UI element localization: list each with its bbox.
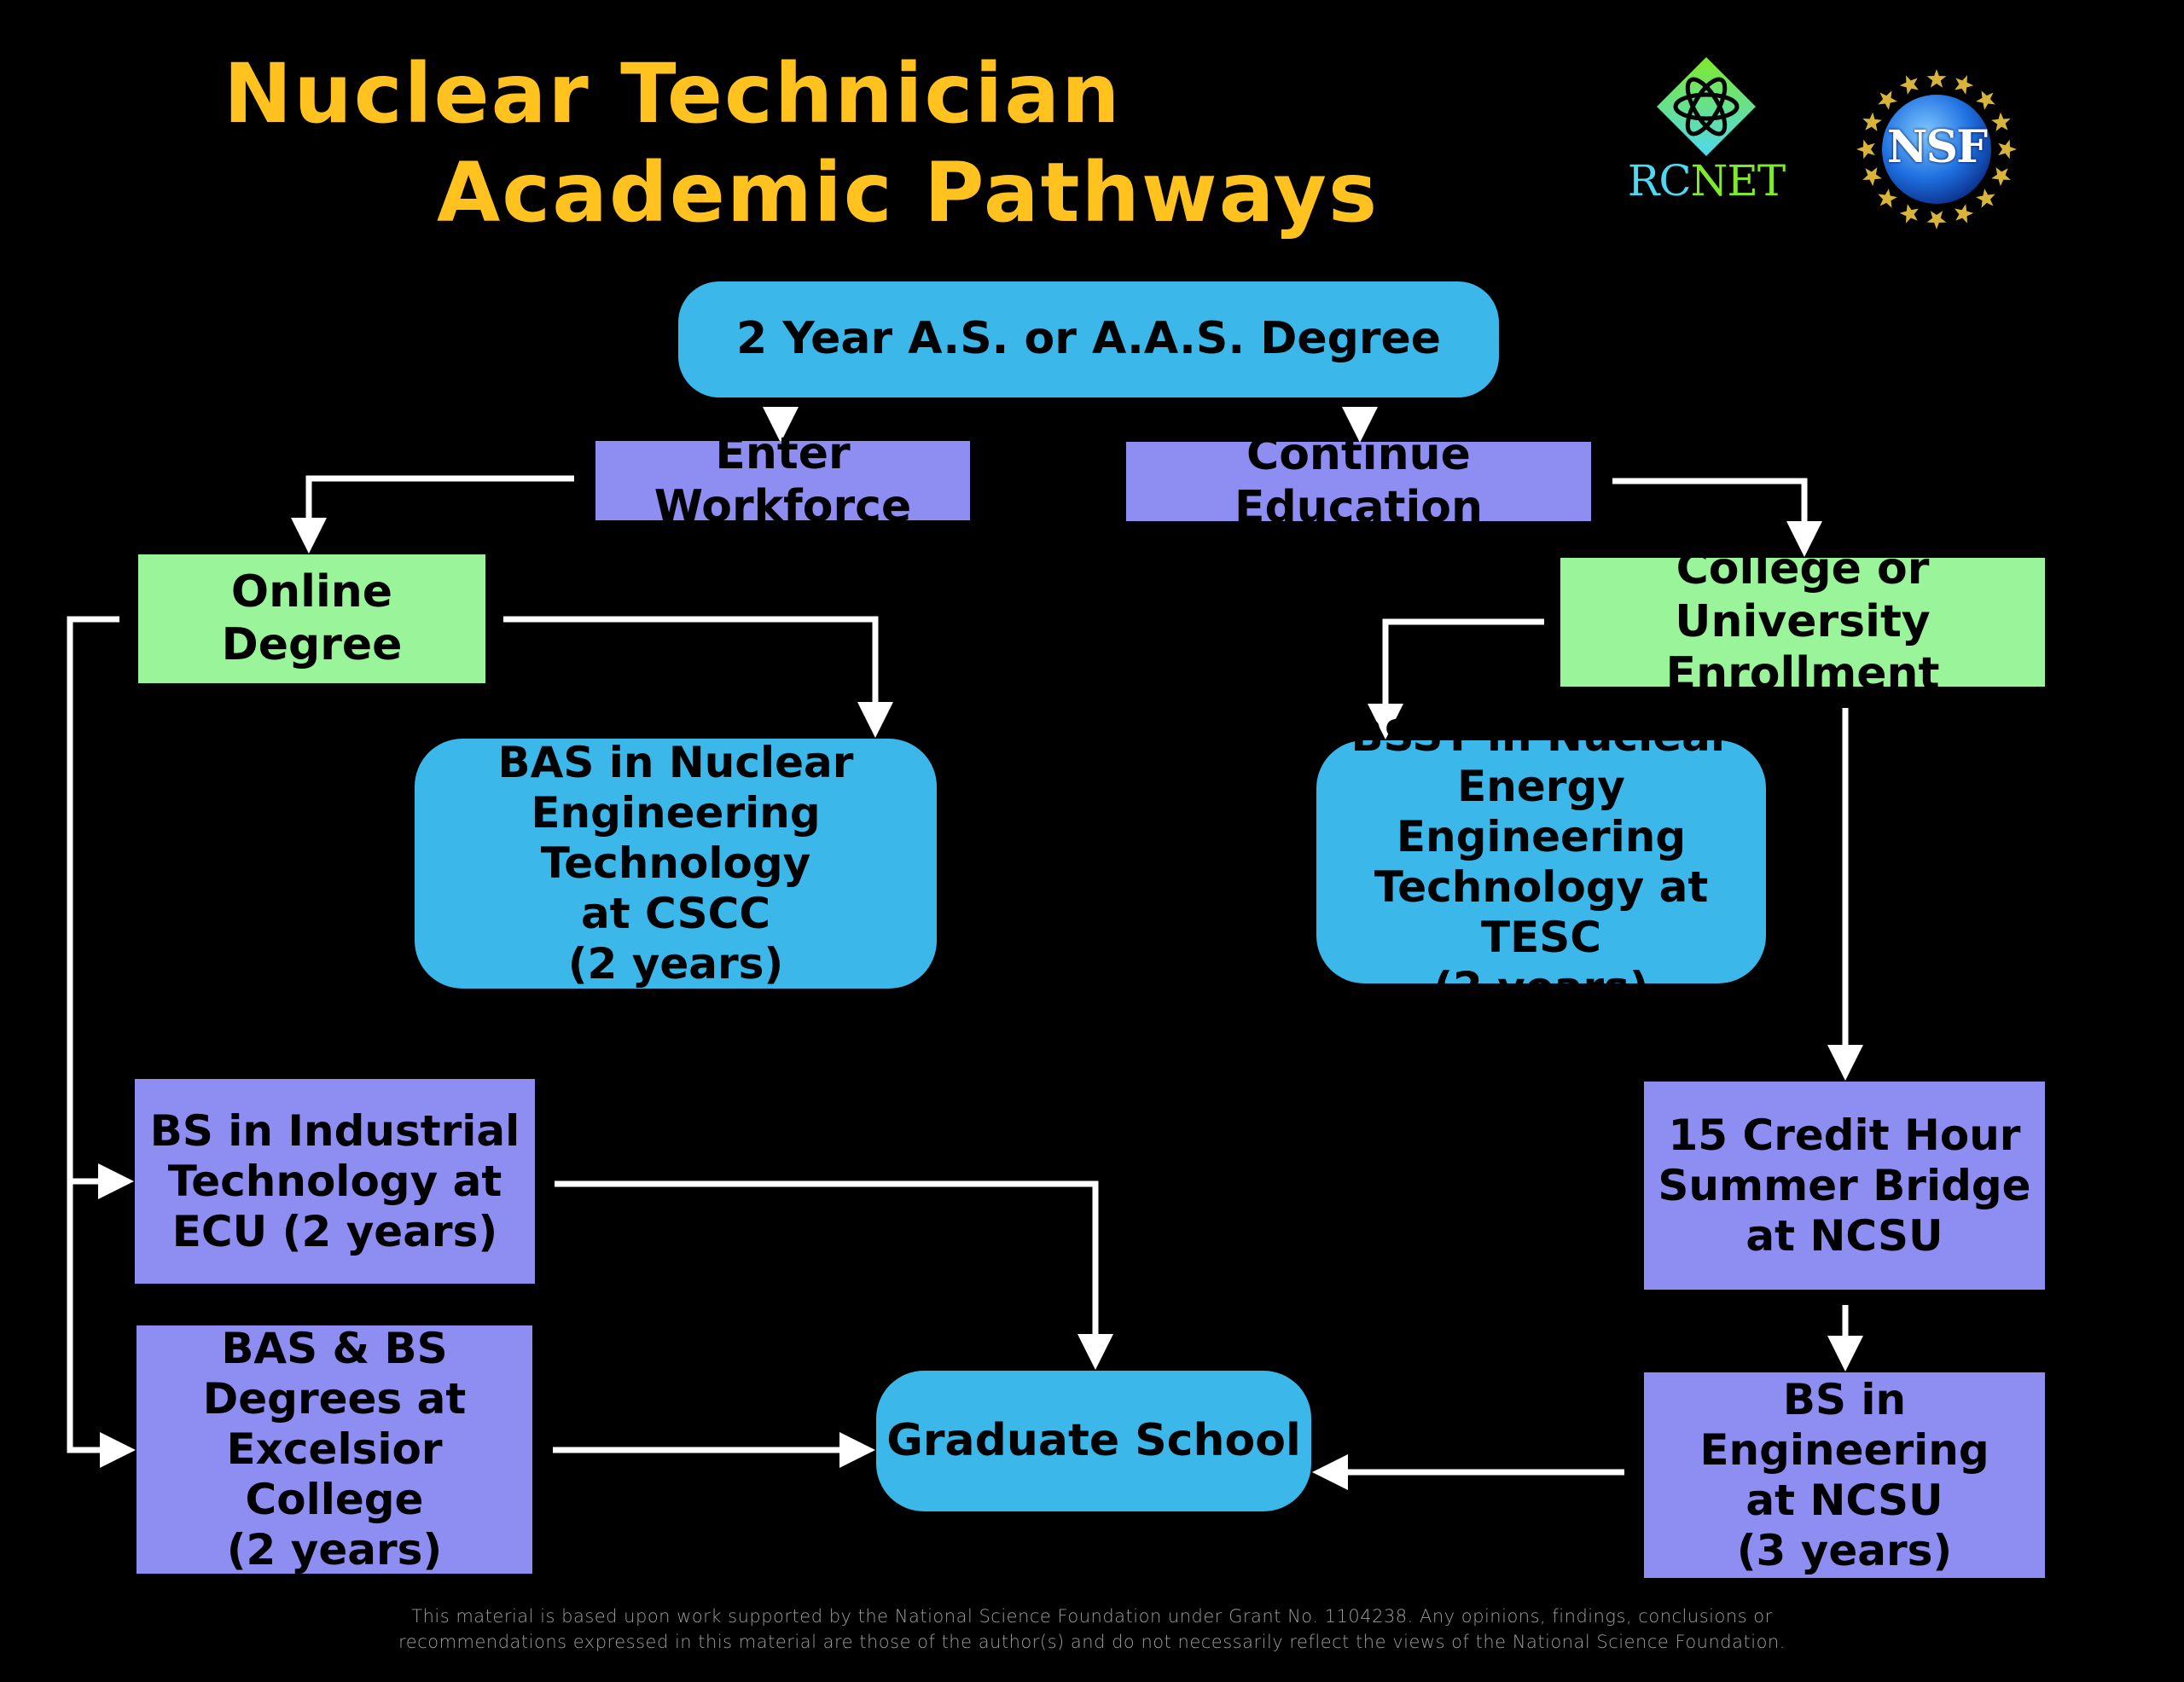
nsf-logo: NSF [1856, 68, 2018, 230]
node-online-degree: Online Degree [138, 554, 485, 683]
rcnet-logo: RCNET [1621, 55, 1792, 235]
node-bs-ecu: BS in Industrial Technology at ECU (2 ye… [135, 1079, 535, 1284]
star-icon [1991, 167, 2011, 187]
node-continue-education: Continue Education [1126, 429, 1591, 533]
star-icon [1862, 112, 1882, 131]
star-icon [1998, 139, 2017, 160]
disclaimer-line-2: recommendations expressed in this materi… [398, 1632, 1786, 1652]
rcnet-wordmark: RCNET [1621, 156, 1792, 206]
edge-continue-college [1612, 478, 1822, 557]
star-icon [1856, 139, 1875, 160]
edge-college-tesc [1368, 618, 1544, 740]
star-icon [1926, 69, 1947, 88]
atom-diamond-icon [1657, 57, 1756, 156]
star-icon [1862, 167, 1882, 187]
nsf-wordmark: NSF [1886, 121, 1988, 173]
rcnet-suffix: NET [1690, 156, 1786, 206]
star-icon [1991, 112, 2011, 131]
star-icon [1976, 188, 1995, 208]
edge-ecu-grad [555, 1180, 1113, 1370]
node-bas-cscc: BAS in Nuclear Engineering Technology at… [415, 738, 937, 989]
star-icon [1955, 204, 1974, 223]
star-icon [1878, 90, 1897, 110]
node-enter-workforce: Enter Workforce [595, 428, 970, 532]
rcnet-prefix: RC [1627, 156, 1692, 206]
title-line-1: Nuclear Technician [224, 46, 1122, 142]
node-college-enrollment: College or University Enrollment [1560, 543, 2045, 699]
node-bs-engineering-ncsu: BS in Engineering at NCSU (3 years) [1644, 1372, 2045, 1578]
star-icon [1955, 75, 1974, 95]
node-excelsior: BAS & BS Degrees at Excelsior College (2… [136, 1324, 532, 1575]
globe-stars-icon [1856, 69, 2017, 229]
star-icon [1899, 75, 1919, 95]
node-summer-bridge: 15 Credit Hour Summer Bridge at NCSU [1644, 1082, 2045, 1290]
star-icon [1878, 188, 1897, 208]
star-icon [1976, 90, 1995, 110]
star-icon [1899, 204, 1919, 223]
disclaimer-line-1: This material is based upon work support… [411, 1606, 1773, 1627]
title-line-2: Academic Pathways [437, 145, 1380, 241]
edge-online-excelsior [67, 1181, 136, 1468]
star-icon [1926, 211, 1947, 229]
edge-online-ecu [67, 616, 134, 1199]
node-associate-degree: 2 Year A.S. or A.A.S. Degree [678, 281, 1499, 397]
edge-online-cscc [503, 616, 893, 738]
edge-workforce-online [291, 475, 574, 554]
node-graduate-school: Graduate School [876, 1371, 1311, 1511]
funding-disclaimer: This material is based upon work support… [375, 1604, 1809, 1655]
node-bsst-tesc: BSST in Nuclear Energy Engineering Techn… [1316, 711, 1766, 1012]
